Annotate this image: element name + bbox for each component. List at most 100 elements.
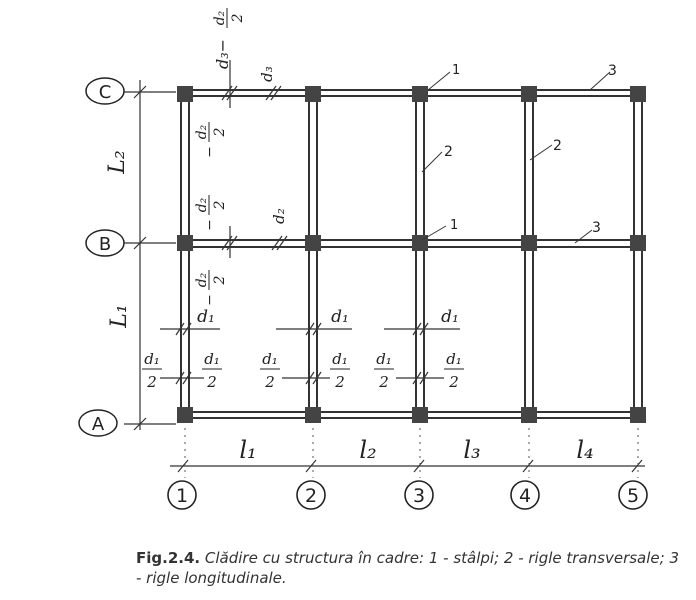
label-pillar-b3: 1 — [450, 218, 458, 233]
svg-text:−: − — [202, 294, 218, 306]
axis-label-3: 3 — [413, 485, 425, 507]
span-l4-x: l₄ — [576, 436, 593, 464]
svg-text:2: 2 — [230, 13, 246, 23]
axis-extension-lines — [184, 428, 639, 478]
axis-bubble-a: A — [78, 409, 118, 437]
svg-text:2: 2 — [212, 200, 228, 210]
span-l1: L₁ — [107, 304, 132, 328]
tick-d3 — [221, 60, 282, 108]
pillar-a1 — [177, 407, 193, 423]
axis-line-b — [124, 236, 176, 250]
figure-number: Fig.2.4. — [136, 549, 201, 567]
svg-text:2: 2 — [206, 373, 217, 391]
label-d2-b: d₂ — [270, 208, 288, 224]
d1-dimension-col3 — [384, 322, 460, 336]
transverse-beam-1 — [180, 96, 190, 412]
svg-text:d₃−: d₃− — [213, 39, 232, 69]
d1-half-col3-left: d₁ 2 — [374, 350, 394, 391]
svg-text:d₂: d₂ — [194, 272, 210, 287]
axis-bubble-2: 2 — [296, 480, 326, 510]
svg-text:2: 2 — [146, 373, 157, 391]
figure-caption: Fig.2.4. Clădire cu structura în cadre: … — [136, 548, 686, 588]
label-d1-col3: d₁ — [441, 307, 459, 327]
axis-line-c — [124, 85, 176, 99]
pillar-b5 — [630, 235, 646, 251]
svg-text:−: − — [202, 146, 218, 158]
transverse-beam-2 — [308, 96, 318, 412]
axis-label-5: 5 — [627, 485, 639, 507]
pillars — [177, 86, 646, 423]
d1-dimension-col2 — [276, 322, 352, 336]
axis-bubble-5: 5 — [618, 480, 648, 510]
d1-half-col1-left: d₁ 2 — [142, 350, 162, 391]
label-d1-col1: d₁ — [197, 307, 215, 327]
svg-text:d₂: d₂ — [194, 197, 210, 212]
svg-text:2: 2 — [378, 373, 389, 391]
pillar-c4 — [521, 86, 537, 102]
svg-text:2: 2 — [448, 373, 459, 391]
axis-label-a: A — [92, 414, 105, 435]
svg-text:−: − — [202, 219, 218, 231]
pillar-a4 — [521, 407, 537, 423]
svg-text:d₁: d₁ — [376, 350, 392, 368]
tick-d2-b — [221, 226, 288, 258]
svg-text:d₁: d₁ — [262, 350, 278, 368]
span-l1-x: l₁ — [239, 436, 256, 464]
svg-text:2: 2 — [212, 275, 228, 285]
axis-label-4: 4 — [519, 485, 531, 507]
d1-half-col3-right: d₁ 2 — [444, 350, 464, 391]
axis-bubble-c: C — [85, 77, 125, 105]
pillar-c3 — [412, 86, 428, 102]
svg-text:d₁: d₁ — [446, 350, 462, 368]
axis-label-1: 1 — [176, 485, 188, 507]
label-transverse-3: 2 — [444, 144, 453, 160]
axis-label-2: 2 — [305, 485, 317, 507]
svg-text:2: 2 — [212, 127, 228, 137]
bottom-dimension-line — [170, 459, 645, 473]
span-l3-x: l₃ — [463, 436, 480, 464]
axis-line-a — [124, 417, 176, 431]
svg-text:2: 2 — [264, 373, 275, 391]
pillar-c5 — [630, 86, 646, 102]
d1-dimension-col1 — [160, 322, 220, 336]
axis-label-b: B — [99, 234, 111, 255]
figure-caption-text: Clădire cu structura în cadre: 1 - stâlp… — [136, 549, 680, 587]
axis-label-c: C — [99, 82, 112, 103]
svg-text:2: 2 — [334, 373, 345, 391]
span-l2: L₂ — [105, 150, 130, 174]
axis-bubble-1: 1 — [167, 480, 197, 510]
d1-half-ticks — [160, 371, 444, 385]
span-l2-x: l₂ — [359, 436, 376, 464]
pillar-c1 — [177, 86, 193, 102]
pillar-a2 — [305, 407, 321, 423]
d1-half-col1-right: d₁ 2 — [202, 350, 222, 391]
label-d3-top: d₃ — [258, 66, 276, 82]
leader-lines — [421, 71, 611, 244]
d2-half-b-above: − d₂ 2 — [194, 195, 228, 231]
pillar-b4 — [521, 235, 537, 251]
label-longitudinal-b: 3 — [592, 220, 601, 236]
svg-text:d₁: d₁ — [144, 350, 160, 368]
transverse-beam-4 — [524, 96, 534, 412]
transverse-beam-3 — [415, 96, 425, 412]
d2-half-b-below: − d₂ 2 — [194, 270, 228, 306]
svg-text:d₁: d₁ — [332, 350, 348, 368]
pillar-c2 — [305, 86, 321, 102]
axis-bubble-4: 4 — [510, 480, 540, 510]
axis-bubble-3: 3 — [404, 480, 434, 510]
d2-half-top-vertical: d₃− d₂ 2 — [212, 8, 246, 69]
pillar-b2 — [305, 235, 321, 251]
svg-text:d₂: d₂ — [194, 124, 210, 139]
d2-half-c-below: − d₂ 2 — [194, 122, 228, 158]
label-d1-col2: d₁ — [331, 307, 349, 327]
label-longitudinal-c: 3 — [608, 63, 617, 79]
transverse-beam-5 — [633, 96, 643, 412]
label-pillar-c3: 1 — [452, 63, 460, 78]
pillar-a5 — [630, 407, 646, 423]
pillar-b1 — [177, 235, 193, 251]
svg-text:d₁: d₁ — [204, 350, 220, 368]
d1-half-col2-left: d₁ 2 — [260, 350, 280, 391]
d1-half-col2-right: d₁ 2 — [330, 350, 350, 391]
axis-bubble-b: B — [85, 229, 125, 257]
label-transverse-4: 2 — [553, 138, 562, 154]
